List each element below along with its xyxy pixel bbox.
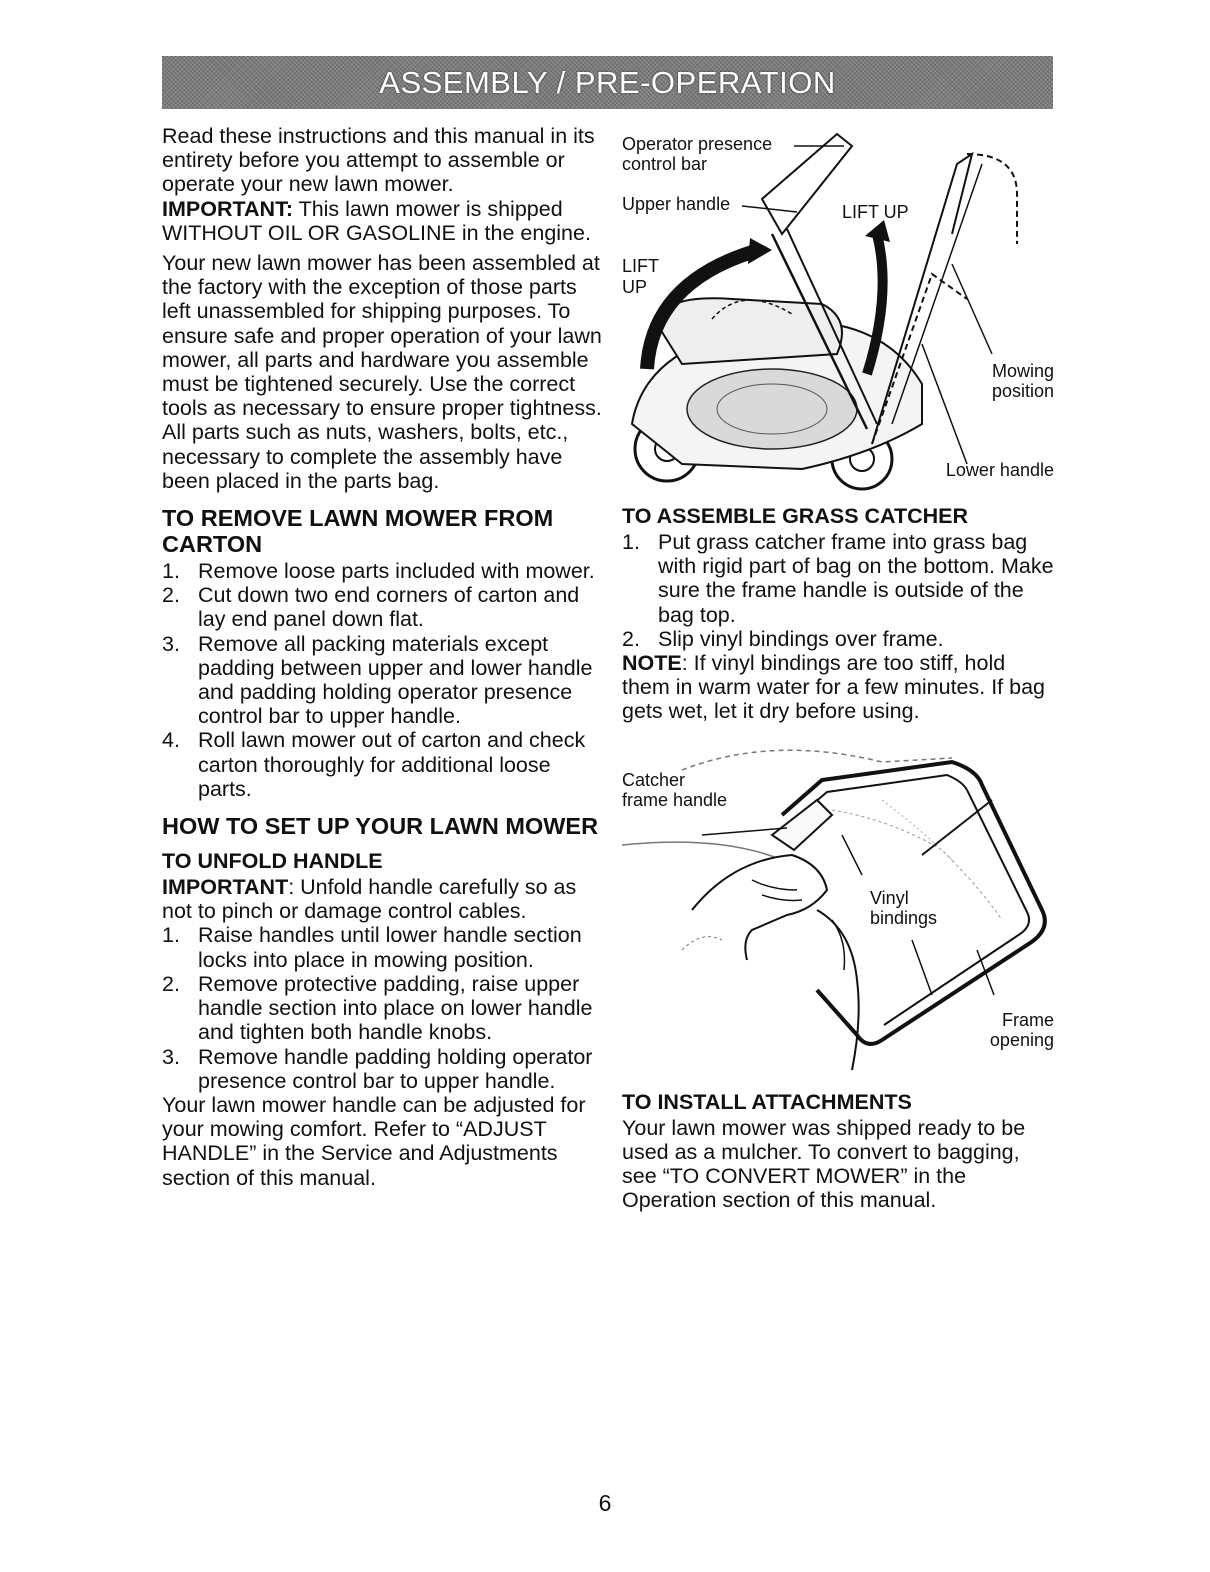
mowing-position-label: Mowing position [991,361,1054,401]
handle-figure: Operator presence control bar Upper hand… [622,124,1054,494]
unfold-handle-heading: TO UNFOLD HANDLE [162,849,383,874]
important-cables-note: IMPORTANT: Unfold handle carefully so as… [162,875,577,924]
list-item: 2.Slip vinyl bindings over frame. [622,626,944,651]
list-item: 1.Put grass catcher frame into grass bag… [622,530,1054,627]
unfold-steps-list: 1.Raise handles until lower handle secti… [162,923,602,1092]
important-oil-note: IMPORTANT: This lawn mower is shipped WI… [162,196,591,245]
important-label: IMPORTANT: [162,196,293,221]
section-banner: ASSEMBLY / PRE-OPERATION [162,56,1053,109]
catcher-frame-handle-label: Catcher frame handle [622,769,728,810]
vinyl-note: NOTE: If vinyl bindings are too stiff, h… [622,651,1045,724]
section-title: ASSEMBLY / PRE-OPERATION [379,64,836,100]
list-item: 1.Raise handles until lower handle secti… [162,923,582,972]
list-item: 1.Remove loose parts included with mower… [162,559,595,584]
set-up-heading: HOW TO SET UP YOUR LAWN MOWER [162,813,599,840]
install-attachments-heading: TO INSTALL ATTACHMENTS [622,1089,912,1114]
assembly-paragraph: Your new lawn mower has been assembled a… [162,251,602,493]
mower-handle-illustration [630,132,1018,491]
remove-from-carton-heading: TO REMOVE LAWN MOWER FROM CARTON [162,505,554,558]
list-item: 3.Remove handle padding holding operator… [162,1044,593,1093]
right-column: Operator presence control bar Upper hand… [622,124,1054,1212]
lower-handle-label: Lower handle [945,460,1054,480]
grass-catcher-figure: Catcher frame handle Vinyl bindings Fram… [622,740,1054,1080]
up-label: UP [622,277,648,297]
list-item: 2.Cut down two end corners of carton and… [162,583,580,632]
list-item: 4.Roll lawn mower out of carton and chec… [162,728,586,801]
vinyl-bindings-label: Vinyl bindings [870,887,938,928]
list-item: 2.Remove protective padding, raise upper… [162,971,593,1045]
upper-handle-label: Upper handle [622,194,731,214]
page-number: 6 [598,1490,612,1516]
intro-paragraph: Read these instructions and this manual … [162,124,595,197]
list-item: 3.Remove all packing materials except pa… [162,631,593,729]
frame-opening-label: Frame opening [989,1009,1054,1050]
adjust-handle-paragraph: Your lawn mower handle can be adjusted f… [162,1092,586,1190]
catcher-steps-list: 1.Put grass catcher frame into grass bag… [622,530,1054,651]
left-column: Read these instructions and this manual … [162,124,602,1190]
grass-catcher-illustration [622,749,1047,1070]
remove-steps-list: 1.Remove loose parts included with mower… [162,559,602,801]
lift-up-right-label: LIFT UP [842,202,909,222]
assemble-grass-catcher-heading: TO ASSEMBLE GRASS CATCHER [622,504,969,528]
attachments-paragraph: Your lawn mower was shipped ready to be … [622,1115,1026,1213]
operator-presence-label: Operator presence control bar [622,134,773,174]
lift-label: LIFT [622,256,660,276]
